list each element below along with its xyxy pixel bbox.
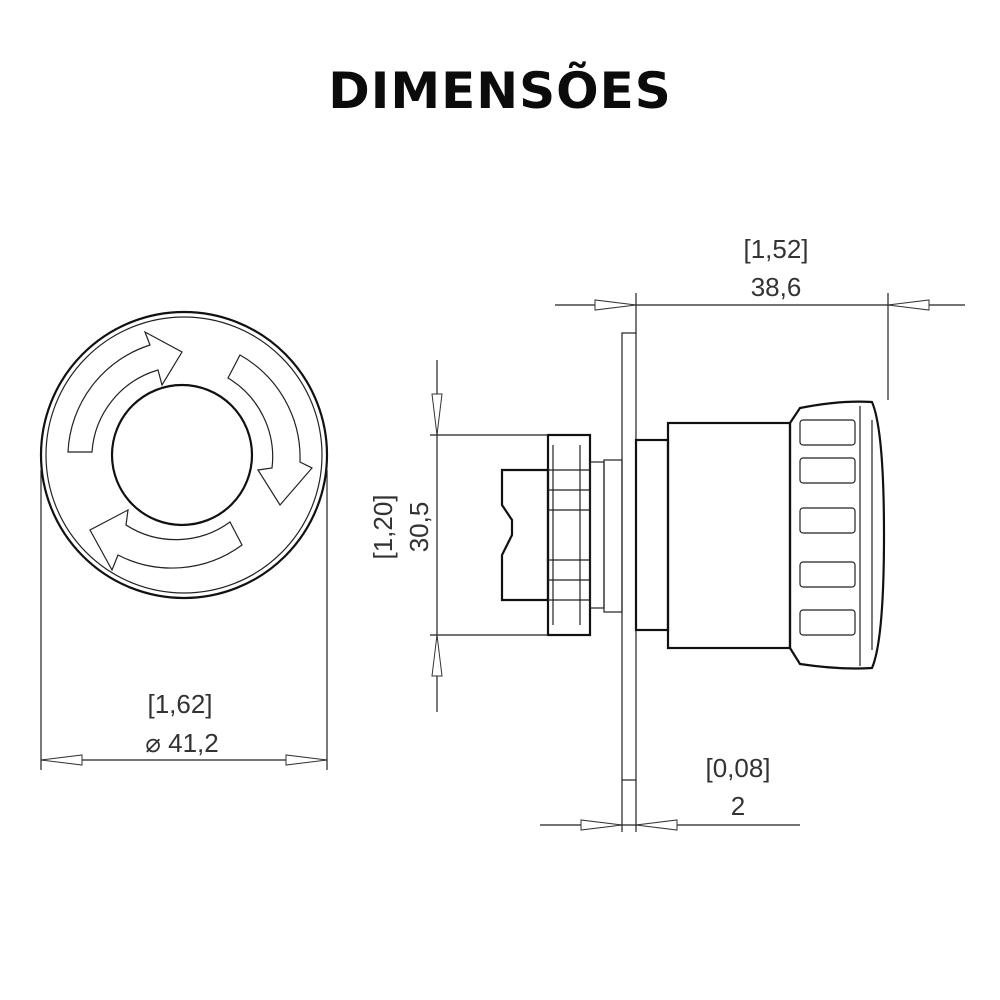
- knurled-nut: [546, 433, 592, 637]
- panel-mm-label: 2: [731, 791, 745, 821]
- panel-inch-label: [0,08]: [705, 753, 770, 783]
- cap-grip-ribs: [799, 406, 873, 666]
- center-hole: [110, 383, 254, 527]
- rear-body: [500, 468, 550, 602]
- rotation-arrows-icon: [67, 330, 313, 572]
- length-inch-label: [1,52]: [743, 234, 808, 264]
- thread-ring: [589, 461, 605, 609]
- diameter-inch-label: [1,62]: [147, 689, 212, 719]
- inner-rim: [45, 316, 323, 594]
- length-mm-label: 38,6: [751, 272, 802, 302]
- washer: [603, 459, 623, 613]
- page-title: DIMENSÕES: [328, 62, 672, 120]
- main-cylinder: [666, 421, 792, 650]
- diameter-mm-label: ⌀ 41,2: [145, 728, 218, 758]
- mushroom-cap: [788, 400, 886, 670]
- collar: [634, 438, 670, 632]
- outer-rim: [39, 310, 329, 600]
- front-view: [1,62] ⌀ 41,2: [39, 310, 329, 770]
- side-view: [1,52] 38,6 [1,20] 30,5 [0,08] 2: [368, 234, 965, 832]
- nut-ribs: [548, 445, 590, 625]
- mounting-panel: [621, 332, 637, 781]
- height-mm-label: 30,5: [404, 502, 434, 553]
- height-inch-label: [1,20]: [368, 494, 398, 559]
